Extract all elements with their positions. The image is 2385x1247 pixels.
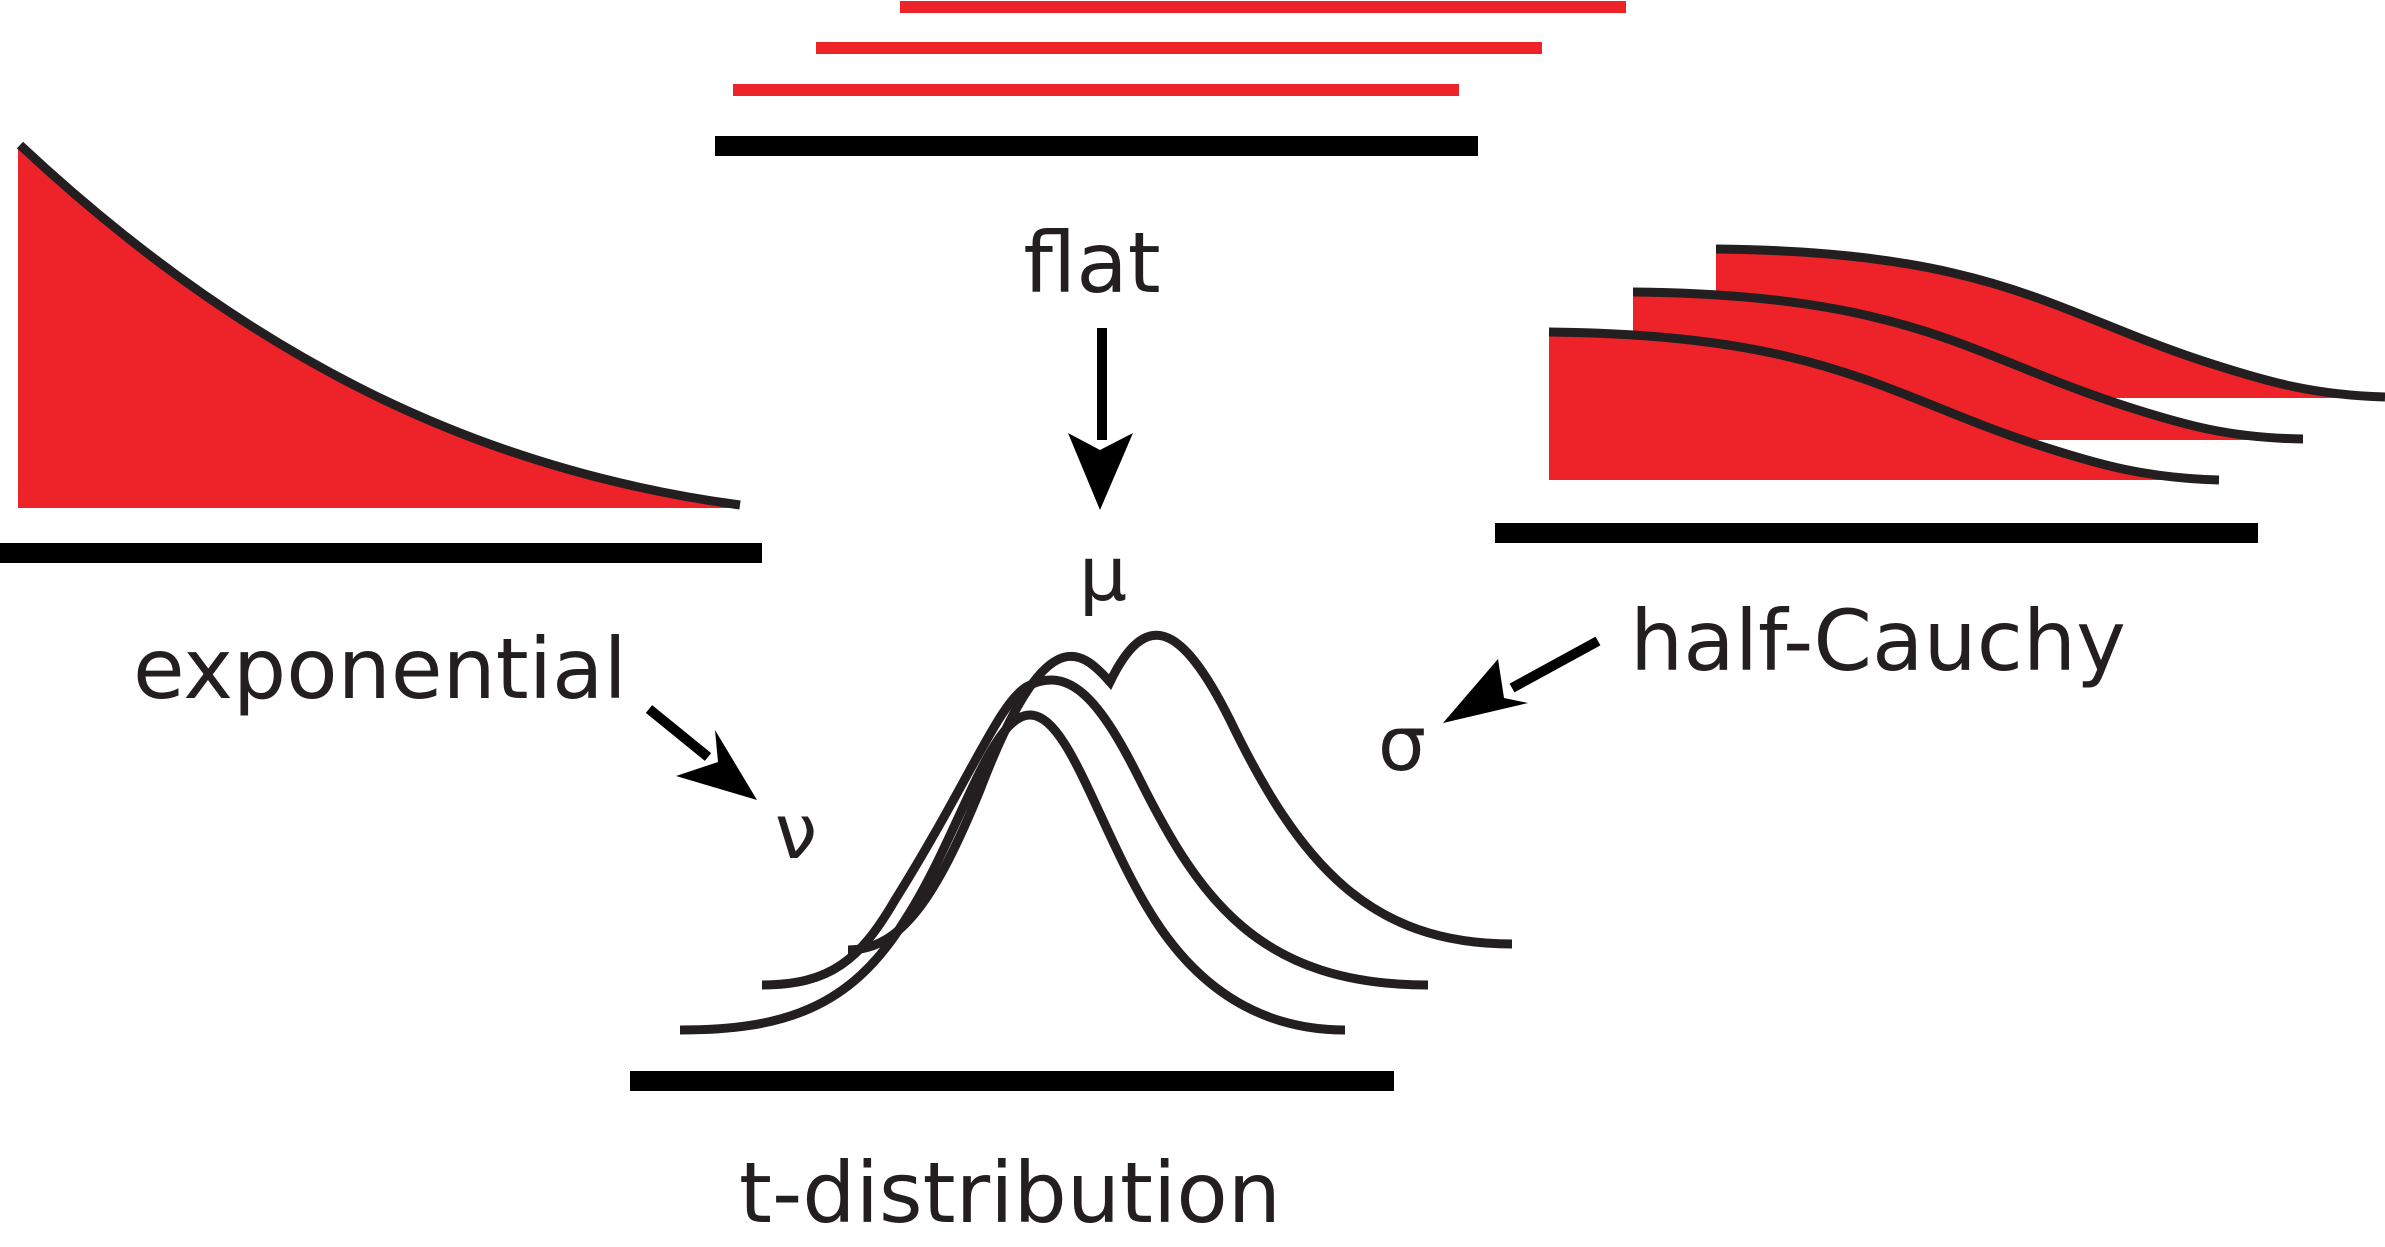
half-cauchy-prior-curve-1 [1548,327,2220,485]
half-cauchy-arrow-head [1443,659,1528,723]
exponential-arrow-head [676,730,757,800]
half-cauchy-label: half-Cauchy [1630,592,2126,690]
flat-prior-group: flat [715,1,1626,510]
t-distribution-curve-2 [761,675,1429,990]
exponential-prior-fill [18,148,738,508]
exponential-arrow-shaft [645,705,712,761]
half-cauchy-arrow-shaft [1509,636,1601,693]
sigma-symbol: σ [1378,699,1426,788]
t-distribution-curve-1 [679,710,1346,1035]
flat-arrow-head [1068,433,1133,510]
exponential-label: exponential [133,620,627,718]
half-cauchy-prior-group: half-Cauchy [1443,244,2385,723]
exponential-prior-group: exponential [0,141,762,800]
flat-label: flat [1023,214,1160,312]
half-cauchy-prior-curve-2 [1632,287,2304,444]
t-distribution-curve-3 [847,630,1513,955]
mu-symbol: μ [1079,529,1127,618]
half-cauchy-prior-fill-1 [1549,332,2217,480]
t-distribution-label: t-distribution [739,1144,1281,1242]
nu-symbol: ν [775,787,817,876]
half-cauchy-prior-curve-3 [1715,244,2385,402]
t-distribution-group: t-distribution [630,630,1513,1242]
exponential-prior-curve [16,141,741,510]
